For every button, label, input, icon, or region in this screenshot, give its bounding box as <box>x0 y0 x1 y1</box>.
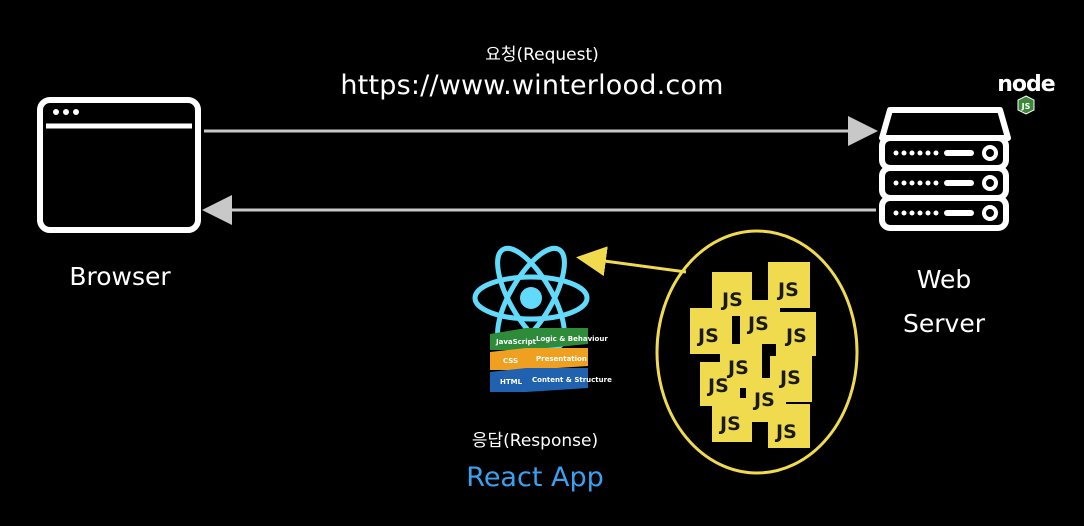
browser-window-icon <box>37 97 201 233</box>
react-app-label: React App <box>466 462 604 493</box>
js-tile-label: JS <box>706 375 729 397</box>
js-tile-label: JS <box>726 357 749 379</box>
nodejs-logo-icon: JS <box>1017 95 1035 115</box>
stack-layer-content: Content & Structure <box>532 376 612 384</box>
js-tile-label: JS <box>752 389 775 411</box>
web-server-label: Web Server <box>884 258 1004 346</box>
js-tile-label: JS <box>696 325 719 347</box>
nodejs-logo-text: node <box>997 72 1055 97</box>
bundle-arrow <box>576 246 687 277</box>
js-tile-label: JS <box>720 289 743 311</box>
js-bundle-ellipse <box>655 229 859 475</box>
js-tile-label: JS <box>778 367 801 389</box>
js-tile-label: JS <box>776 279 799 301</box>
request-label: 요청(Request) <box>485 45 599 65</box>
response-label: 응답(Response) <box>471 431 599 451</box>
js-tile-label: JS <box>746 313 769 335</box>
server-rack-icon <box>879 107 1011 231</box>
js-tile-label: JS <box>784 325 807 347</box>
stack-layer-logic: Logic & Behaviour <box>536 335 608 343</box>
request-url: https://www.winterlood.com <box>340 70 724 101</box>
js-tiles: JS JS JS JS JS JS JS JS JS JS JS <box>690 262 816 448</box>
stack-layer-presentation: Presentation <box>536 355 587 363</box>
web-stack-icon: JavaScript Logic & Behaviour CSS Present… <box>490 328 612 392</box>
stack-layer-css: CSS <box>503 357 518 365</box>
stack-layer-html: HTML <box>500 378 523 386</box>
web-server-label-line1: Web <box>916 265 972 294</box>
nodejs-badge-sub: JS <box>1021 102 1031 111</box>
js-tile-label: JS <box>718 413 741 435</box>
web-server-label-line2: Server <box>903 309 985 338</box>
stack-layer-js: JavaScript <box>495 338 537 346</box>
browser-label: Browser <box>69 262 171 291</box>
js-tile-label: JS <box>774 421 797 443</box>
